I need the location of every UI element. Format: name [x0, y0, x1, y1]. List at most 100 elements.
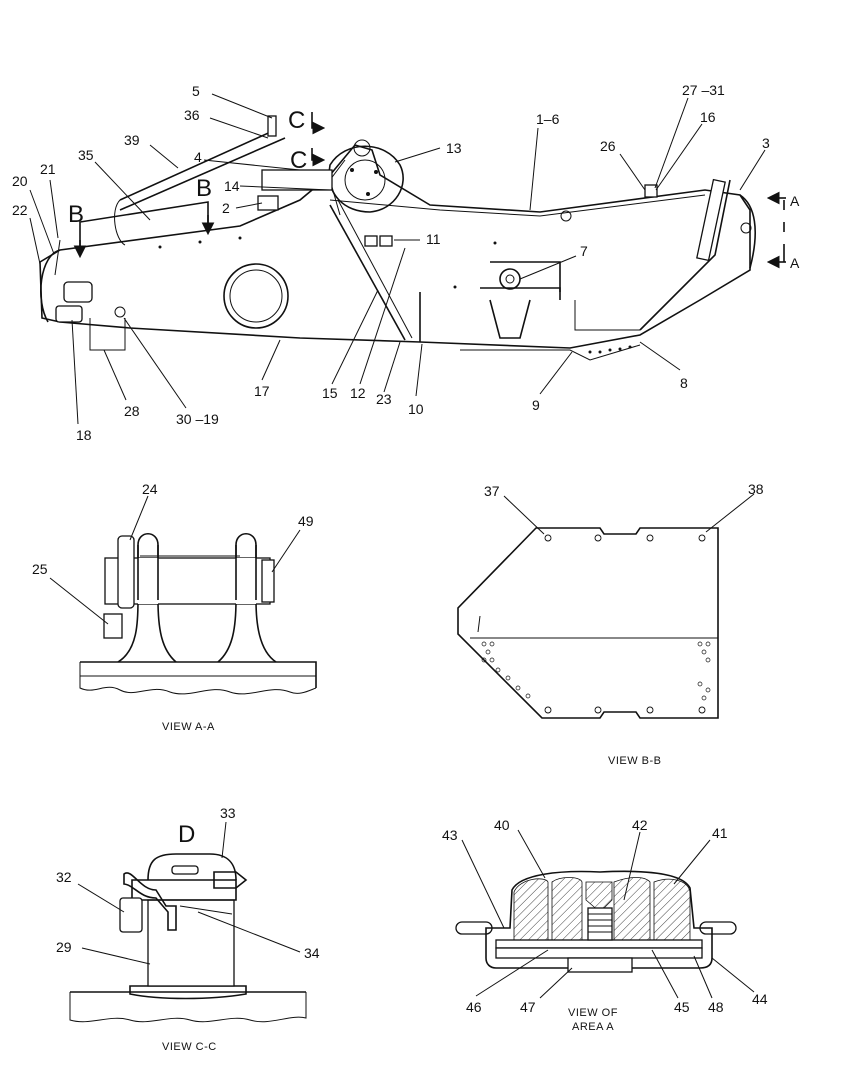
area-a-pad-1 — [513, 878, 549, 941]
callout-40: 40 — [494, 817, 510, 833]
area-a-pad-4 — [653, 878, 691, 941]
callout-4: 4 — [194, 149, 202, 165]
callout-22: 22 — [12, 202, 28, 218]
area-a-pad-center — [585, 881, 613, 913]
callout-8: 8 — [680, 375, 688, 391]
bb-skid-plate — [457, 527, 719, 719]
view-b-b: 37 38 VIEW B-B — [457, 481, 764, 767]
callout-44: 44 — [752, 991, 768, 1007]
area-a-pad-2 — [551, 877, 583, 941]
callout-5: 5 — [192, 83, 200, 99]
aa-base-plate — [80, 661, 317, 688]
view-a-a-caption: VIEW A-A — [162, 721, 215, 733]
area-a-housing — [485, 870, 713, 969]
callout-17: 17 — [254, 383, 270, 399]
area-a-nut — [567, 957, 633, 973]
callout-2: 2 — [222, 200, 230, 216]
rear-bracket — [696, 178, 726, 262]
cc-hose-fitting — [123, 872, 177, 931]
hitch-stand — [89, 318, 126, 351]
callout-25: 25 — [32, 561, 48, 577]
callout-41: 41 — [712, 825, 728, 841]
cc-label-d: D — [178, 821, 195, 848]
callout-45: 45 — [674, 999, 690, 1015]
rear-pin-hole — [740, 222, 752, 234]
callout-16: 16 — [700, 109, 716, 125]
area-a-bottom-plate — [495, 947, 703, 959]
callout-43: 43 — [442, 827, 458, 843]
aa-right-clevis — [217, 532, 277, 663]
view-a-a: 24 25 49 VIEW A-A — [32, 481, 317, 733]
aa-left-clevis — [117, 532, 177, 663]
area-a-bolt — [587, 907, 613, 941]
callout-27-31: 27 –31 — [682, 82, 725, 98]
hitch-pin — [114, 306, 126, 318]
callout-39: 39 — [124, 132, 140, 148]
callout-36: 36 — [184, 107, 200, 123]
bb-rivet-pattern — [481, 641, 711, 701]
aa-bolt — [103, 613, 123, 639]
callout-3: 3 — [762, 135, 770, 151]
bb-bolt-holes — [544, 534, 706, 714]
callout-48: 48 — [708, 999, 724, 1015]
callout-11: 11 — [426, 231, 441, 247]
callout-38: 38 — [748, 481, 764, 497]
deck-line — [329, 194, 706, 217]
view-b-b-caption: VIEW B-B — [608, 755, 662, 767]
callout-46: 46 — [466, 999, 482, 1015]
callout-7: 7 — [580, 243, 588, 259]
axle-pivot — [499, 268, 521, 290]
section-a-label-lower: A — [790, 255, 800, 271]
hitch-box — [63, 281, 93, 303]
section-c-marker-lower — [311, 148, 326, 167]
cc-valve — [119, 897, 143, 933]
callout-12: 12 — [350, 385, 366, 401]
leader-lines — [29, 93, 766, 425]
callout-24: 24 — [142, 481, 158, 497]
drawbar — [119, 129, 276, 201]
diagonal-brace — [329, 204, 406, 341]
area-a-top-plate — [495, 939, 703, 949]
callout-21: 21 — [40, 161, 56, 177]
cc-cap-base — [131, 879, 237, 901]
aa-retainer-plate — [117, 535, 135, 609]
main-frame — [39, 144, 751, 349]
area-a-pad-3 — [613, 877, 651, 941]
callout-32: 32 — [56, 869, 72, 885]
callout-37: 37 — [484, 483, 500, 499]
aa-pin-end — [261, 559, 275, 603]
cc-cap — [147, 853, 237, 881]
callout-10: 10 — [408, 401, 424, 417]
view-c-c-caption: VIEW C-C — [162, 1041, 217, 1053]
cc-post — [147, 899, 235, 987]
view-area-a: 40 42 43 41 46 47 45 48 44 VIEW OF AREA … — [442, 817, 768, 1033]
callout-28: 28 — [124, 403, 140, 419]
callout-47: 47 — [520, 999, 536, 1015]
callout-18: 18 — [76, 427, 92, 443]
drawbar-bracket — [267, 115, 277, 137]
callout-42: 42 — [632, 817, 648, 833]
frame-opening — [223, 263, 289, 329]
callout-30-19: 30 –19 — [176, 411, 219, 427]
callout-34: 34 — [304, 945, 320, 961]
area-a-caption-line2: AREA A — [572, 1021, 614, 1033]
section-b-label-right: B — [196, 175, 212, 202]
skid-rivets — [588, 345, 632, 354]
area-a-caption-line1: VIEW OF — [568, 1007, 618, 1019]
section-c-label-lower: C — [290, 147, 307, 174]
section-c-label-upper: C — [288, 107, 305, 134]
front-hitch — [40, 249, 61, 323]
cc-side-nipple — [213, 871, 248, 889]
callout-33: 33 — [220, 805, 236, 821]
view-c-c: D 33 32 29 34 VIEW C-C — [56, 805, 320, 1053]
section-a-label-upper: A — [790, 193, 800, 209]
callout-13: 13 — [446, 140, 462, 156]
top-fitting — [644, 184, 658, 198]
callout-23: 23 — [376, 391, 392, 407]
callout-20: 20 — [12, 173, 28, 189]
callout-26: 26 — [600, 138, 616, 154]
callout-14: 14 — [224, 178, 240, 194]
frame-opening-inner — [229, 269, 283, 323]
callout-29: 29 — [56, 939, 72, 955]
